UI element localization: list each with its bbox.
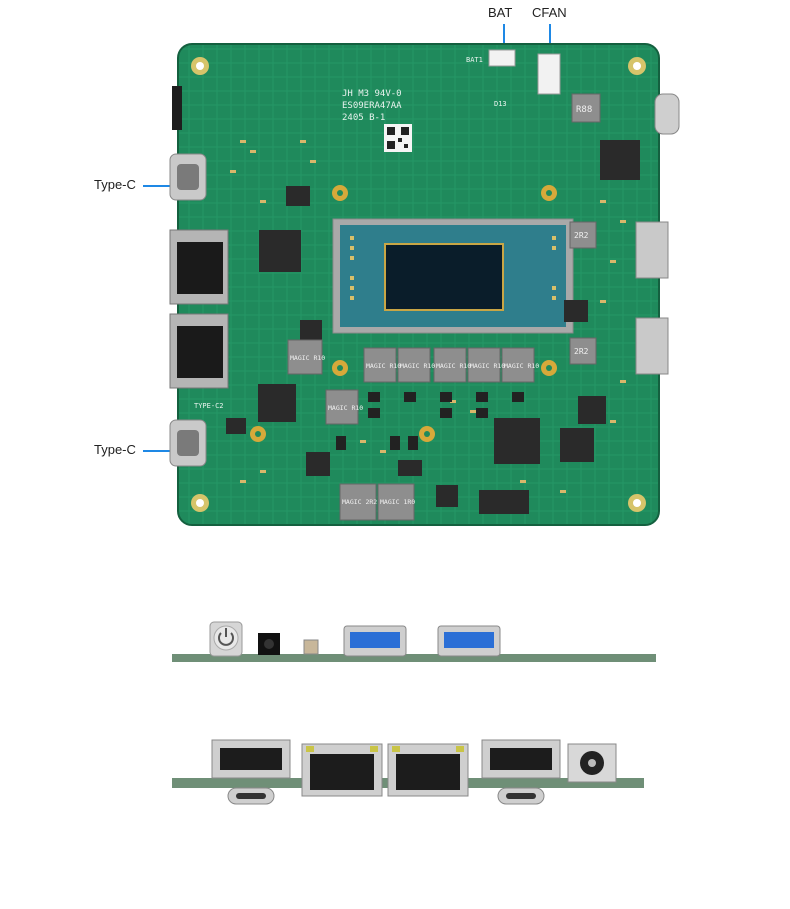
silk-2r2-b: 2R2	[574, 347, 589, 356]
silk-model: JH M3 94V-0	[342, 89, 402, 99]
inductor-label: MAGIC R10	[436, 362, 471, 370]
silk-2r2-a: 2R2	[574, 231, 589, 240]
qr-code	[384, 124, 412, 152]
type-c-top-label: Type-C	[94, 177, 136, 192]
ic-chips	[226, 140, 640, 514]
type-c-bottom-callout-line	[143, 450, 179, 452]
black-capacitors	[336, 392, 524, 450]
silk-serial: ES09ERA47AA	[342, 101, 402, 111]
type-c-top-callout-line	[143, 185, 179, 187]
inductor-label: MAGIC R10	[366, 362, 401, 370]
bat-callout-line	[503, 24, 505, 50]
inductors	[287, 93, 601, 521]
bat-label: BAT	[488, 5, 513, 20]
type-c-bottom-label: Type-C	[94, 442, 136, 457]
cfan-label: CFAN	[532, 5, 567, 20]
silk-rev: 2405 B-1	[342, 113, 385, 123]
inductor-labels: MAGIC R10 MAGIC R10 MAGIC R10 MAGIC R10 …	[290, 354, 539, 506]
inductor-label: MAGIC 1R0	[380, 498, 415, 506]
inductor-label: MAGIC R10	[470, 362, 505, 370]
silk-r88: R88	[576, 105, 592, 115]
inductor-label: MAGIC R10	[400, 362, 435, 370]
inductor-label: MAGIC R10	[504, 362, 539, 370]
cfan-callout-line	[549, 24, 551, 54]
cpu-package	[332, 218, 574, 334]
mounting-holes	[191, 57, 646, 512]
inductor-label: MAGIC R10	[290, 354, 325, 362]
passive-components	[230, 140, 626, 493]
inductor-label: MAGIC R10	[328, 404, 363, 412]
silk-bat: BAT1	[466, 56, 483, 64]
silk-type-c2: TYPE-C2	[194, 402, 224, 410]
left-edge-connectors	[169, 86, 229, 467]
inductor-label: MAGIC 2R2	[342, 498, 377, 506]
bat-cfan-headers	[488, 49, 561, 95]
silk-d13: D13	[494, 100, 507, 108]
right-edge-connectors	[635, 93, 680, 375]
